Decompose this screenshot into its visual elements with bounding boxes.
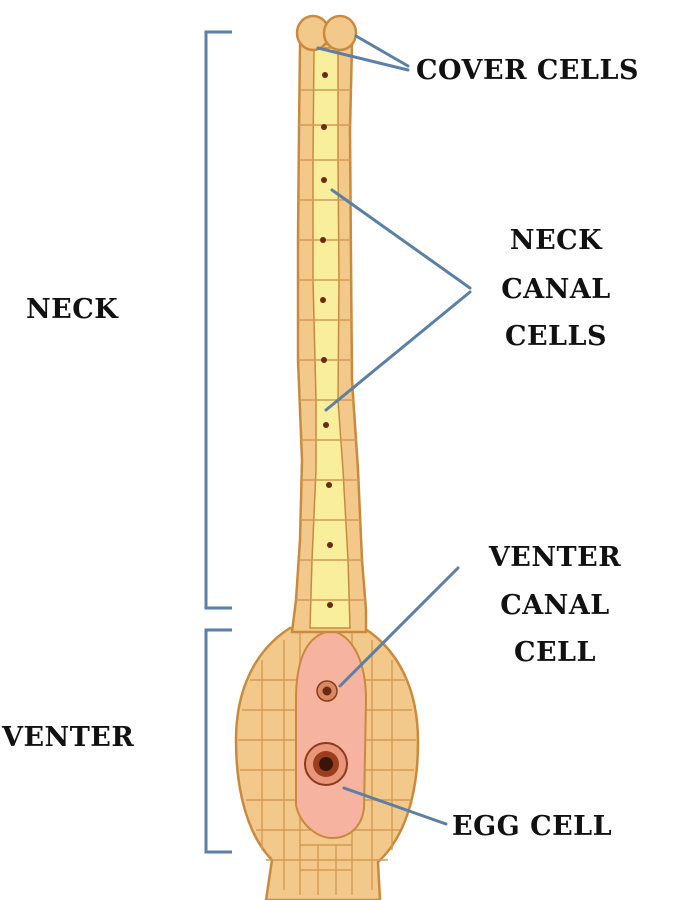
- venter-bracket: [206, 630, 232, 852]
- archegonium: [236, 16, 418, 900]
- cover-cells-pointer: [356, 36, 408, 66]
- neck-canal-nucleus: [326, 482, 332, 488]
- venter-canal-cell-label-line1: VENTER: [488, 542, 621, 573]
- neck-canal-nucleus: [320, 297, 326, 303]
- neck-canal-nucleus: [320, 237, 326, 243]
- neck-canal-cells-label-line3: CELLS: [505, 321, 607, 352]
- neck-canal-cells-label-line2: CANAL: [501, 274, 611, 305]
- neck-canal-nucleus: [327, 602, 333, 608]
- neck-label: NECK: [26, 294, 119, 325]
- venter-canal-cell: [317, 681, 337, 701]
- venter-canal-cell-label-line2: CANAL: [500, 590, 610, 621]
- cover-cells-label: COVER CELLS: [416, 55, 639, 86]
- neck-canal-pointer: [332, 190, 470, 288]
- neck-bracket: [206, 32, 232, 608]
- neck-canal-nucleus: [323, 422, 329, 428]
- cover-cell-right: [324, 16, 356, 50]
- venter-canal-cell-label-line3: CELL: [514, 637, 596, 668]
- neck-canal-nucleus: [322, 72, 328, 78]
- venter-canal-nucleus: [323, 687, 332, 696]
- neck-canal-cells-label-line1: NECK: [510, 225, 603, 256]
- egg-cell: [305, 743, 347, 785]
- neck-canal-nucleus: [321, 124, 327, 130]
- egg-cell-label: EGG CELL: [452, 811, 612, 842]
- neck-canal-nucleus: [321, 177, 327, 183]
- neck-canal-nucleus: [327, 542, 333, 548]
- neck-canal-nucleus: [321, 357, 327, 363]
- venter-cavity: [296, 632, 366, 838]
- egg-nucleus: [319, 757, 333, 771]
- brackets: [206, 32, 232, 852]
- venter-label: VENTER: [1, 722, 134, 753]
